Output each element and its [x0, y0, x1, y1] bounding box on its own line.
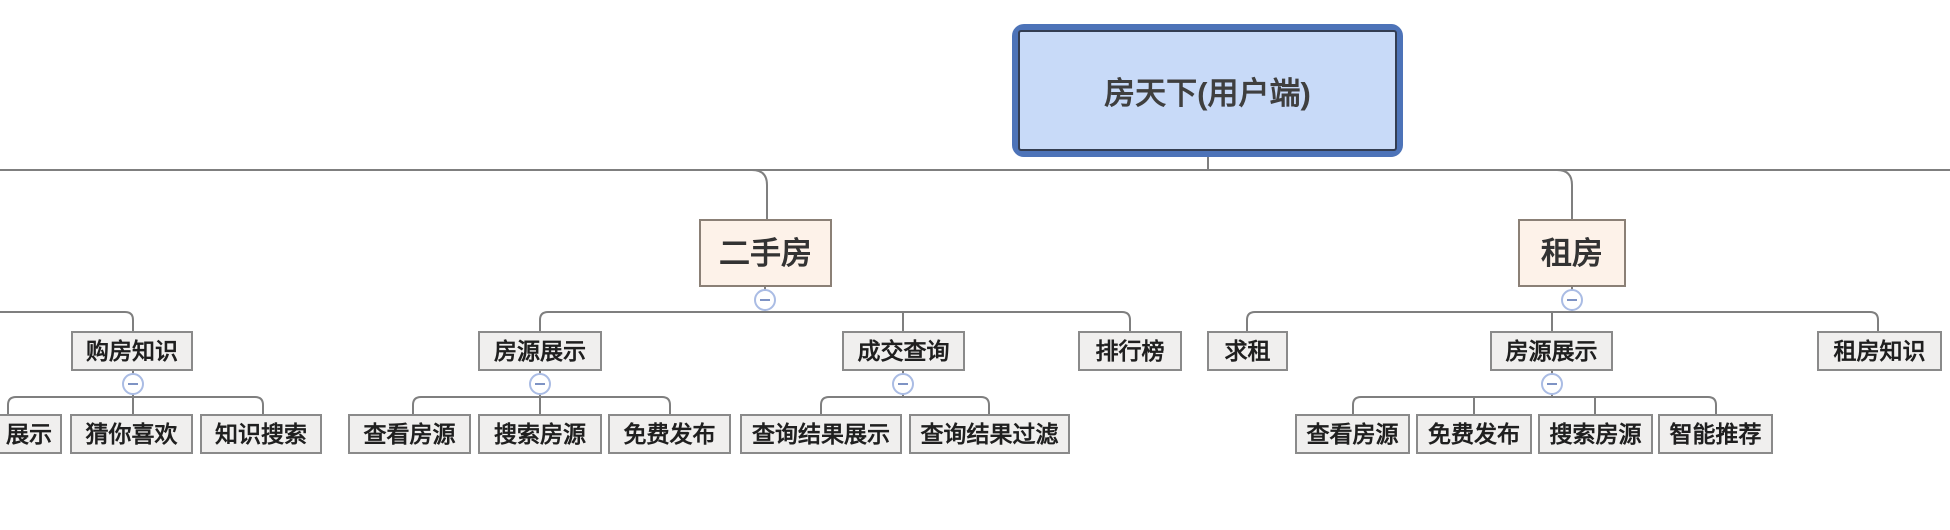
- leaf-node-sousuofangyuan-left[interactable]: 搜索房源: [478, 414, 602, 454]
- root-node[interactable]: 房天下(用户端): [1012, 24, 1403, 157]
- leaf-node-zhishisousuo[interactable]: 知识搜索: [200, 414, 322, 454]
- leaf-node-chaxunjieguoguolv[interactable]: 查询结果过滤: [909, 414, 1070, 454]
- collapse-icon[interactable]: [1541, 373, 1563, 395]
- branch-node-fangyuanzhanshi-left[interactable]: 房源展示: [478, 331, 602, 371]
- collapse-icon[interactable]: [754, 289, 776, 311]
- fyzs-left-children-bracket: [412, 396, 671, 414]
- root-node-label: 房天下(用户端): [1018, 30, 1397, 151]
- leaf-node-chakanfangyuan-left[interactable]: 查看房源: [348, 414, 471, 454]
- leaf-node-mianfeifabu-left[interactable]: 免费发布: [608, 414, 731, 454]
- leaf-node-zhinengtuijian[interactable]: 智能推荐: [1658, 414, 1773, 454]
- branch-node-fangyuanzhanshi-right[interactable]: 房源展示: [1490, 331, 1613, 371]
- collapse-icon[interactable]: [122, 373, 144, 395]
- cjcx-children-bracket: [820, 396, 990, 414]
- collapse-icon[interactable]: [1561, 289, 1583, 311]
- leaf-node-cainixihuan[interactable]: 猜你喜欢: [70, 414, 193, 454]
- leaf-node-zufangzhishi[interactable]: 租房知识: [1817, 331, 1942, 371]
- zufang-children-bracket: [1246, 311, 1879, 331]
- collapse-icon[interactable]: [892, 373, 914, 395]
- leaf-node-paihangbang[interactable]: 排行榜: [1078, 331, 1182, 371]
- left-partial-bracket: [0, 311, 134, 331]
- connector-zufang: [1556, 169, 1573, 219]
- leaf-node-qiuzu[interactable]: 求租: [1207, 331, 1288, 371]
- ershoufang-children-bracket: [539, 311, 1131, 331]
- branch-node-zufang[interactable]: 租房: [1518, 219, 1626, 287]
- collapse-icon[interactable]: [529, 373, 551, 395]
- leaf-node-mianfeifabu-right[interactable]: 免费发布: [1416, 414, 1532, 454]
- branch-node-chengjiaochaxun[interactable]: 成交查询: [842, 331, 965, 371]
- branch-node-goufangzhishi[interactable]: 购房知识: [71, 331, 193, 371]
- leaf-node-sousuofangyuan-right[interactable]: 搜索房源: [1538, 414, 1653, 454]
- connector-ershoufang: [751, 169, 768, 219]
- leaf-node-chakanfangyuan-right[interactable]: 查看房源: [1295, 414, 1410, 454]
- fyzs-right-children-bracket: [1352, 396, 1717, 414]
- gfzs-children-bracket: [7, 396, 264, 414]
- leaf-node-zhanshi-cut[interactable]: 展示: [0, 414, 62, 454]
- leaf-node-chaxunjieguozhanshi[interactable]: 查询结果展示: [740, 414, 902, 454]
- branch-node-ershoufang[interactable]: 二手房: [699, 219, 832, 287]
